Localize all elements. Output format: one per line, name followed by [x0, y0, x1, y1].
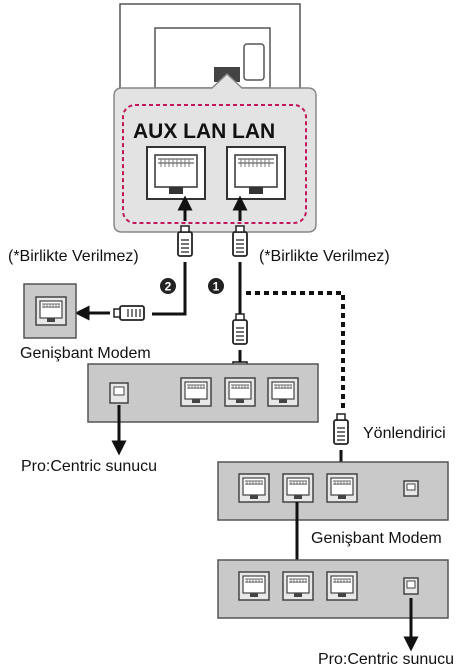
router-label: Yönlendirici [363, 425, 446, 442]
network-switch-2 [217, 461, 449, 521]
not-supplied-label-left: (*Birlikte Verilmez) [8, 248, 139, 265]
broadband-modem-label-2: Genişbant Modem [311, 530, 442, 547]
svg-text:2: 2 [165, 280, 172, 294]
switch3-server-port [403, 577, 419, 595]
cable-aux-lan-to-modem [74, 195, 193, 321]
broadband-modem-label-1: Genişbant Modem [20, 345, 151, 362]
pro-centric-server-label-1: Pro:Centric sunucu [21, 458, 157, 475]
network-switch-1 [87, 363, 319, 423]
aux-lan-port[interactable] [146, 146, 206, 200]
aux-lan-port-label: AUX LAN [133, 120, 226, 143]
badge-2: 2 [160, 278, 176, 294]
switch1-server-port [109, 382, 129, 404]
badge-1: 1 [208, 278, 224, 294]
not-supplied-label-right: (*Birlikte Verilmez) [259, 248, 390, 265]
svg-text:1: 1 [213, 280, 220, 294]
network-switch-3 [217, 559, 449, 619]
lan-port[interactable] [226, 146, 286, 200]
lan-port-label: LAN [232, 120, 275, 143]
switch2-small-port [403, 480, 419, 497]
pro-centric-server-label-2: Pro:Centric sunucu [318, 651, 454, 668]
broadband-modem-small [23, 283, 77, 339]
port-area-dashed-outline [122, 104, 307, 224]
